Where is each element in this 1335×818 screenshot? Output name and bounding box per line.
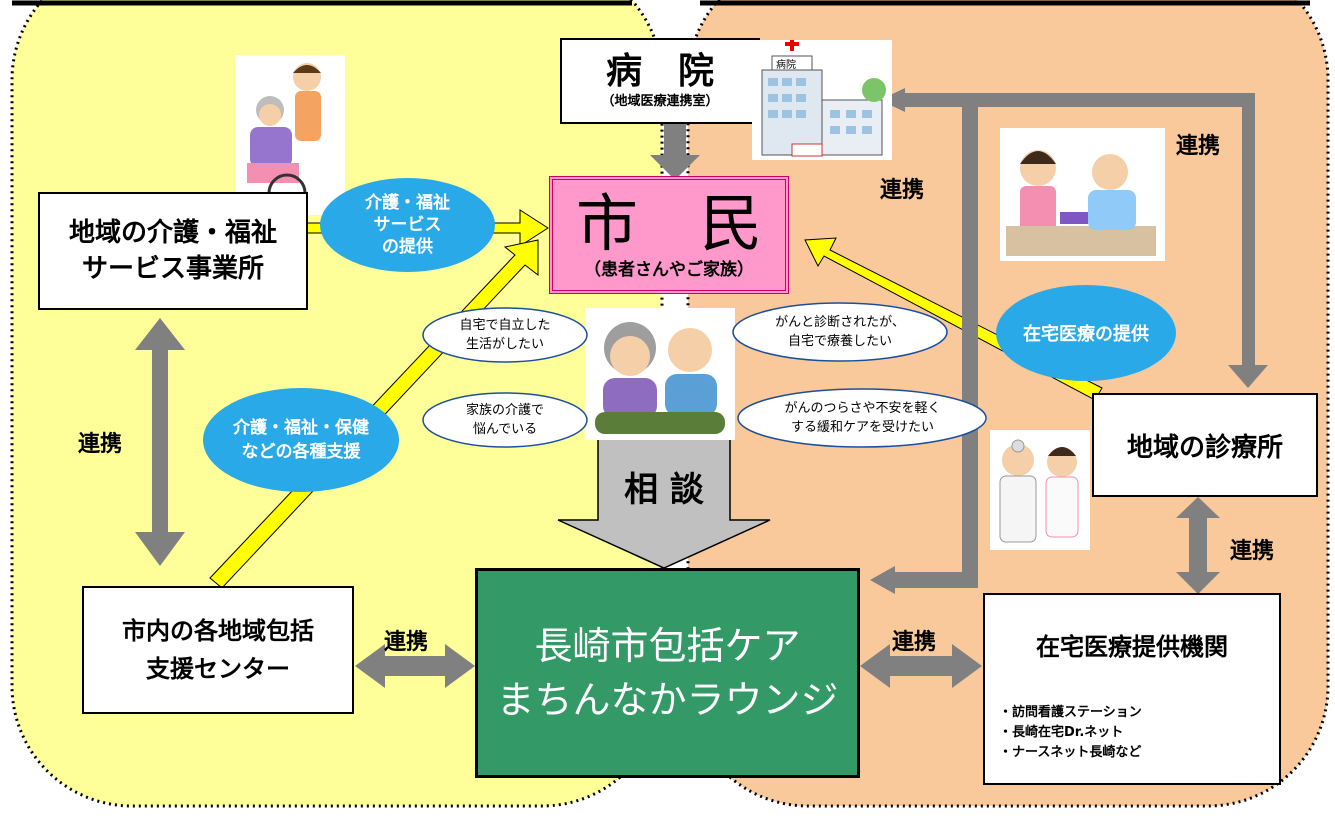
gray-arrow-network-lounge: [870, 566, 978, 594]
home-care-bubble: 在宅医療の提供: [996, 285, 1176, 381]
provider-item: ・長崎在宅Dr.ネット: [999, 725, 1124, 740]
support-center-line1: 市内の各地域包括: [122, 617, 314, 645]
citizen-subtitle: （患者さんやご家族）: [584, 260, 754, 280]
link-label-side: 連携: [880, 178, 925, 203]
cloud-shape-1: [422, 307, 588, 363]
welfare-bubble-line2: サービス: [373, 215, 442, 235]
cloud-4-line1: がんのつらさや不安を軽く: [784, 401, 941, 416]
gray-arrow-clinic-provider: [1176, 497, 1220, 594]
elderly-couple-illustration: [585, 308, 735, 440]
cloud-2-line2: 悩んでいる: [472, 422, 538, 437]
citizen-box: 市 民 （患者さんやご家族）: [549, 176, 789, 294]
link-label-clinic: 連携: [1230, 539, 1275, 564]
consult-arrow: [557, 437, 771, 569]
lounge-box: 長崎市包括ケア まちんなかラウンジ: [475, 568, 860, 778]
welfare-service-bubble: 介護・福祉 サービス の提供: [320, 178, 495, 272]
bedside-care-illustration: [1000, 128, 1165, 261]
home-care-provider-list: ・訪問看護ステーション ・長崎在宅Dr.ネット ・ナースネット長崎など: [999, 703, 1142, 763]
welfare-office-box: 地域の介護・福祉 サービス事業所: [38, 192, 308, 310]
cloud-3-line2: 自宅で療養したい: [787, 334, 892, 349]
welfare-office-line2: サービス事業所: [81, 254, 264, 284]
home-care-provider-title: 在宅医療提供機関: [1036, 633, 1228, 661]
welfare-bubble-line1: 介護・福祉: [365, 193, 450, 213]
cloud-shape-2: [422, 392, 588, 448]
welfare-bubble-line3: の提供: [382, 237, 433, 257]
support-bubble: 介護・福祉・保健 などの各種支援: [203, 388, 399, 492]
cloud-3-line1: がんと診断されたが、: [775, 315, 905, 330]
citizen-title: 市 民: [575, 187, 762, 260]
gray-arrow-hospital-citizen: [650, 122, 700, 180]
doctor-nurse-illustration: [990, 430, 1090, 550]
cloud-1-line1: 自宅で自立した: [459, 318, 551, 333]
consult-label: 相 談: [624, 470, 704, 510]
link-label-center-left: 連携: [384, 630, 429, 655]
clinic-box: 地域の診療所: [1092, 393, 1318, 497]
support-bubble-line2: などの各種支援: [241, 442, 361, 462]
home-care-provider-box: 在宅医療提供機関 ・訪問看護ステーション ・長崎在宅Dr.ネット ・ナースネット…: [983, 593, 1281, 785]
thought-cloud-palliative: がんのつらさや不安を軽く する緩和ケアを受けたい: [735, 386, 990, 450]
hospital-box: 病 院 （地域医療連携室）: [560, 38, 760, 124]
hospital-title: 病 院: [605, 51, 714, 92]
cloud-shape-4: [737, 388, 987, 448]
provider-item: ・ナースネット長崎など: [999, 745, 1142, 760]
hospital-sign-text: 病院: [776, 58, 796, 71]
support-center-box: 市内の各地域包括 支援センター: [82, 586, 354, 714]
thought-cloud-cancer-home: がんと診断されたが、 自宅で療養したい: [730, 300, 950, 364]
home-care-bubble-text: 在宅医療の提供: [1023, 324, 1149, 345]
cloud-1-line2: 生活がしたい: [465, 337, 544, 352]
gray-arrow-center-left: [355, 644, 475, 688]
gray-line-network-vertical: [962, 107, 978, 580]
link-label-center-right: 連携: [892, 630, 937, 655]
wheelchair-caregiver-illustration: [235, 55, 345, 215]
clinic-label: 地域の診療所: [1126, 432, 1283, 463]
lounge-line1: 長崎市包括ケア: [534, 624, 801, 668]
welfare-office-line1: 地域の介護・福祉: [68, 218, 277, 248]
hospital-building-illustration: 病院: [752, 40, 892, 160]
cloud-shape-3: [732, 302, 948, 362]
support-bubble-line1: 介護・福祉・保健: [233, 418, 369, 438]
gray-arrow-center-right: [860, 644, 982, 688]
provider-item: ・訪問看護ステーション: [999, 705, 1142, 720]
thought-cloud-family-care: 家族の介護で 悩んでいる: [420, 390, 590, 450]
thought-cloud-independent: 自宅で自立した 生活がしたい: [420, 305, 590, 365]
gray-arrow-left-vertical: [135, 318, 185, 566]
cloud-2-line1: 家族の介護で: [465, 403, 544, 418]
hospital-subtitle: （地域医療連携室）: [601, 94, 719, 109]
link-label-top: 連携: [1176, 134, 1221, 159]
link-label-left: 連携: [78, 432, 123, 457]
support-center-line2: 支援センター: [146, 655, 290, 683]
cloud-4-line2: する緩和ケアを受けたい: [790, 420, 934, 435]
lounge-line2: まちんなかラウンジ: [496, 678, 839, 722]
